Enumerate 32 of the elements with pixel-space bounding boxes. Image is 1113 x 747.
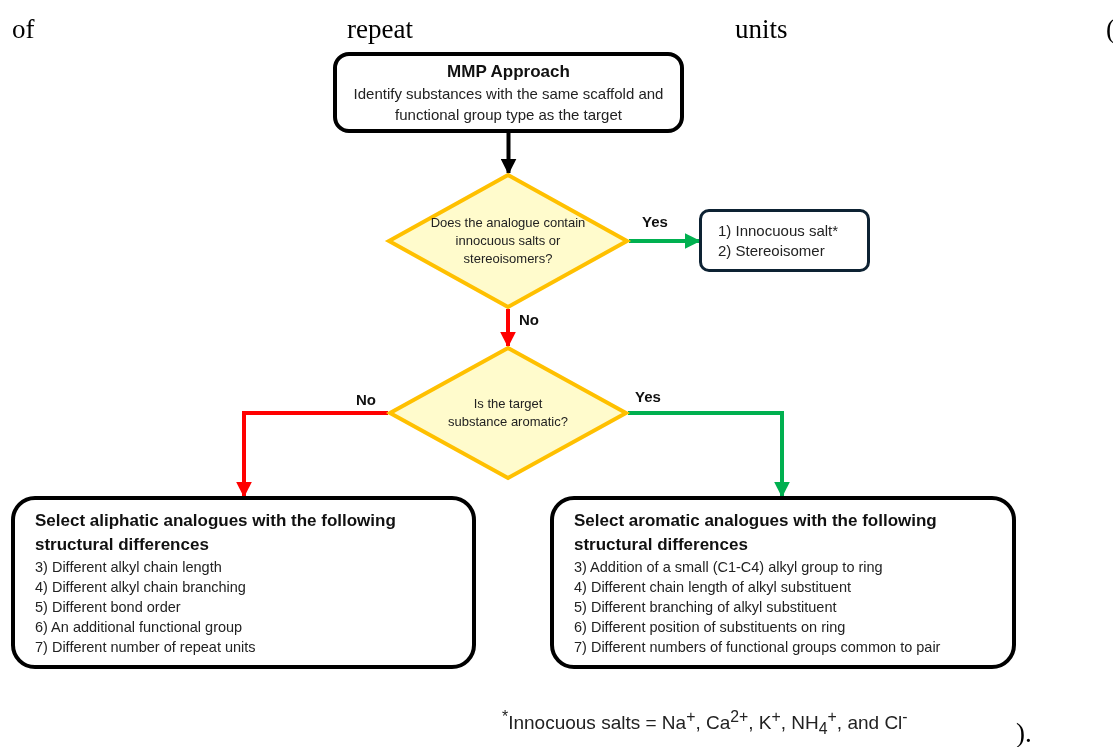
box-text: Identify substances with the same scaffold and functional group type as the target: [352, 83, 665, 125]
arrow: [500, 309, 516, 348]
list-item: 4) Different alkyl chain branching: [35, 577, 246, 597]
arrow: [236, 411, 388, 498]
list-item: 6) Different position of substituents on ring: [574, 617, 846, 637]
list-item: 7) Different number of repeat units: [35, 637, 256, 657]
arrow: [629, 233, 701, 249]
footnote: $^{*}$Innocuous salts = Na$^{+}$, Ca$^{2+}$, K$^{+}$, NH$_{4}$$^{+}$, and Cl$^{-}$: [502, 707, 908, 740]
box-heading: Select aromatic analogues with the following structural differences: [574, 509, 938, 556]
box-heading: Select aliphatic analogues with the following structural differences: [35, 509, 397, 556]
text-fragment: repeat: [347, 14, 413, 44]
result-box: [699, 209, 870, 272]
question-text: Is the target substance aromatic?: [448, 395, 568, 431]
text-fragment: units: [735, 14, 788, 44]
box-heading: MMP Approach: [447, 60, 570, 83]
list-item: 6) An additional functional group: [35, 617, 243, 637]
arrow: [500, 133, 517, 175]
list-item: 1) Innocuous salt*: [718, 220, 839, 241]
process-box: [333, 52, 684, 133]
arrow: [628, 411, 790, 498]
text-fragment: of: [12, 14, 35, 44]
question-text: Does the analogue contain innocuous salts or stereoisomers?: [429, 214, 587, 268]
list-item: 4) Different chain length of alkyl substituent: [574, 577, 851, 597]
list-item: 2) Stereoisomer: [718, 240, 825, 261]
list-item: 5) Different branching of alkyl substituent: [574, 597, 837, 617]
list-item: 3) Different alkyl chain length: [35, 557, 222, 577]
text-fragment: ).: [1016, 718, 1032, 747]
list-item: 5) Different bond order: [35, 597, 181, 617]
list-item: 7) Different numbers of functional groups common to pair: [574, 637, 941, 657]
list-item: 3) Addition of a small (C1-C4) alkyl group to ring: [574, 557, 883, 577]
outcome-box: [11, 496, 476, 669]
outcome-box: [550, 496, 1016, 669]
